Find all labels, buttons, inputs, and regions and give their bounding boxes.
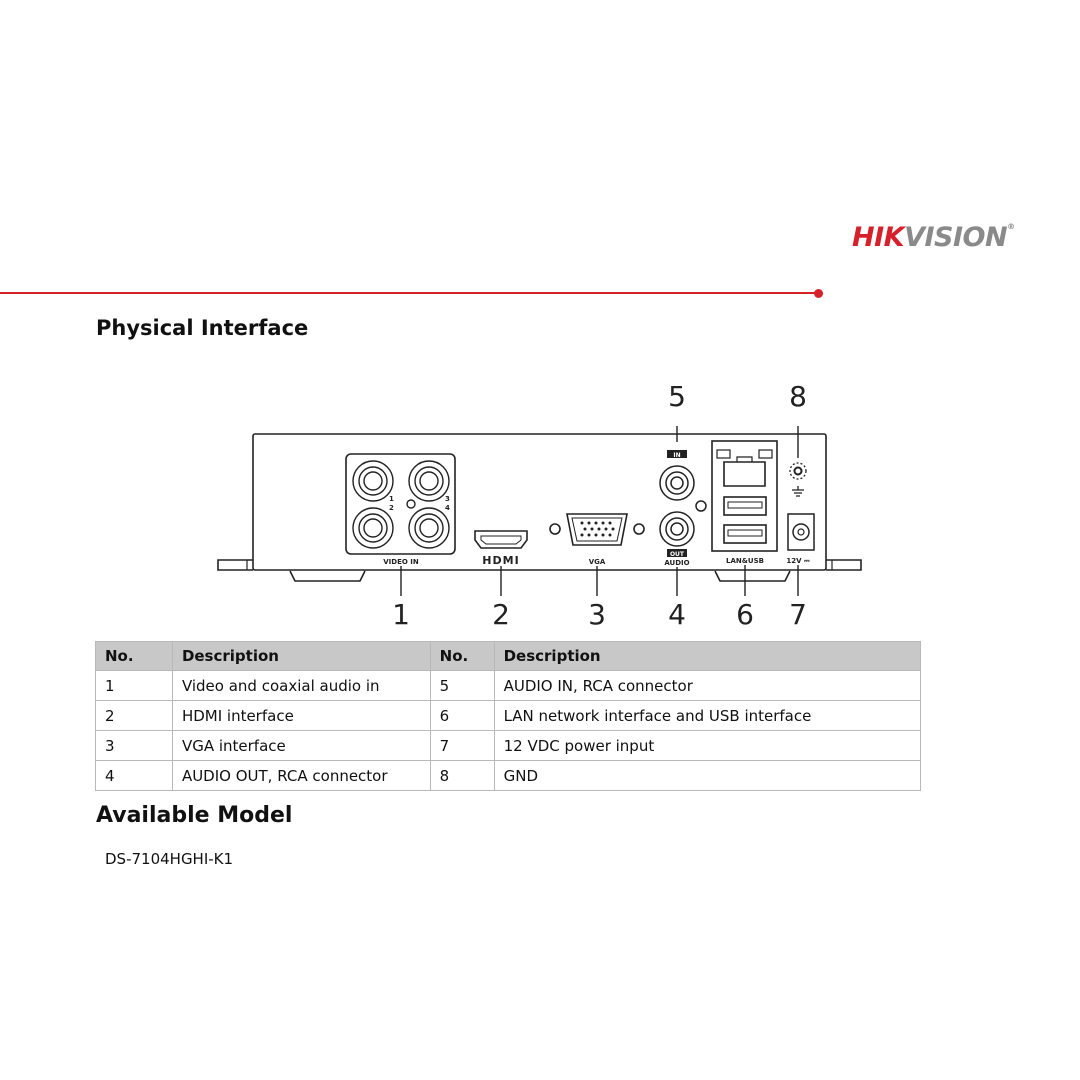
callout-4: 4 xyxy=(668,598,686,630)
table-cell: 12 VDC power input xyxy=(493,730,922,761)
table-cell: 6 xyxy=(429,700,495,731)
callout-7: 7 xyxy=(789,598,807,630)
table-cell: 2 xyxy=(95,700,173,731)
power-label: 12V ⎓ xyxy=(786,557,810,565)
table-cell: 3 xyxy=(95,730,173,761)
table-row: 3 VGA interface 7 12 VDC power input xyxy=(95,730,922,761)
table-cell: GND xyxy=(493,760,922,791)
model-number: DS-7104HGHI-K1 xyxy=(105,850,234,868)
power-jack-icon xyxy=(787,513,815,551)
vga-pins xyxy=(580,521,615,537)
audio-label: AUDIO xyxy=(664,559,689,567)
callout-5: 5 xyxy=(668,380,686,413)
header-no: No. xyxy=(95,641,173,671)
lan-usb-ports xyxy=(711,440,778,552)
table-cell: LAN network interface and USB interface xyxy=(493,700,922,731)
table-cell: Video and coaxial audio in xyxy=(171,670,431,701)
rear-panel-diagram: 1 2 3 4 VIDEO IN HDMI VGA IN OUT AUDIO xyxy=(217,380,862,630)
video-in-bnc-group xyxy=(345,453,456,555)
vga-port-icon xyxy=(549,513,645,546)
header-divider xyxy=(0,292,818,294)
table-cell: AUDIO IN, RCA connector xyxy=(493,670,922,701)
audio-out-tag: OUT xyxy=(670,551,685,558)
vga-label: VGA xyxy=(589,558,606,566)
table-row: 2 HDMI interface 6 LAN network interface… xyxy=(95,700,922,731)
hdmi-label: HDMI xyxy=(482,554,519,567)
channel-label-1: 1 xyxy=(389,495,394,503)
table-row: 4 AUDIO OUT, RCA connector 8 GND xyxy=(95,760,922,791)
header-divider-dot xyxy=(814,289,823,298)
header-description: Description xyxy=(493,641,922,671)
audio-rca-ports xyxy=(659,465,707,547)
section-title-physical-interface: Physical Interface xyxy=(96,316,309,340)
section-title-available-model: Available Model xyxy=(96,803,293,828)
callout-1: 1 xyxy=(392,598,410,630)
callout-8: 8 xyxy=(789,380,807,413)
channel-label-2: 2 xyxy=(389,504,394,512)
audio-in-tag: IN xyxy=(673,452,680,459)
table-cell: 5 xyxy=(429,670,495,701)
table-header-row: No. Description No. Description xyxy=(95,641,922,671)
interface-table: No. Description No. Description 1 Video … xyxy=(95,641,922,791)
table-cell: 1 xyxy=(95,670,173,701)
table-row: 1 Video and coaxial audio in 5 AUDIO IN,… xyxy=(95,670,922,701)
channel-label-4: 4 xyxy=(445,504,450,512)
callout-6: 6 xyxy=(736,598,754,630)
table-cell: 8 xyxy=(429,760,495,791)
callout-3: 3 xyxy=(588,598,606,630)
lan-usb-label: LAN&USB xyxy=(726,557,764,565)
hikvision-logo: HIKVISION® xyxy=(852,222,1015,253)
header-description: Description xyxy=(171,641,431,671)
video-in-label: VIDEO IN xyxy=(383,558,419,566)
table-cell: HDMI interface xyxy=(171,700,431,731)
table-cell: 4 xyxy=(95,760,173,791)
header-no: No. xyxy=(429,641,495,671)
table-cell: VGA interface xyxy=(171,730,431,761)
hdmi-port-icon xyxy=(474,530,528,549)
channel-label-3: 3 xyxy=(445,495,450,503)
table-cell: 7 xyxy=(429,730,495,761)
gnd-terminal-icon xyxy=(789,462,807,497)
table-cell: AUDIO OUT, RCA connector xyxy=(171,760,431,791)
callout-2: 2 xyxy=(492,598,510,630)
